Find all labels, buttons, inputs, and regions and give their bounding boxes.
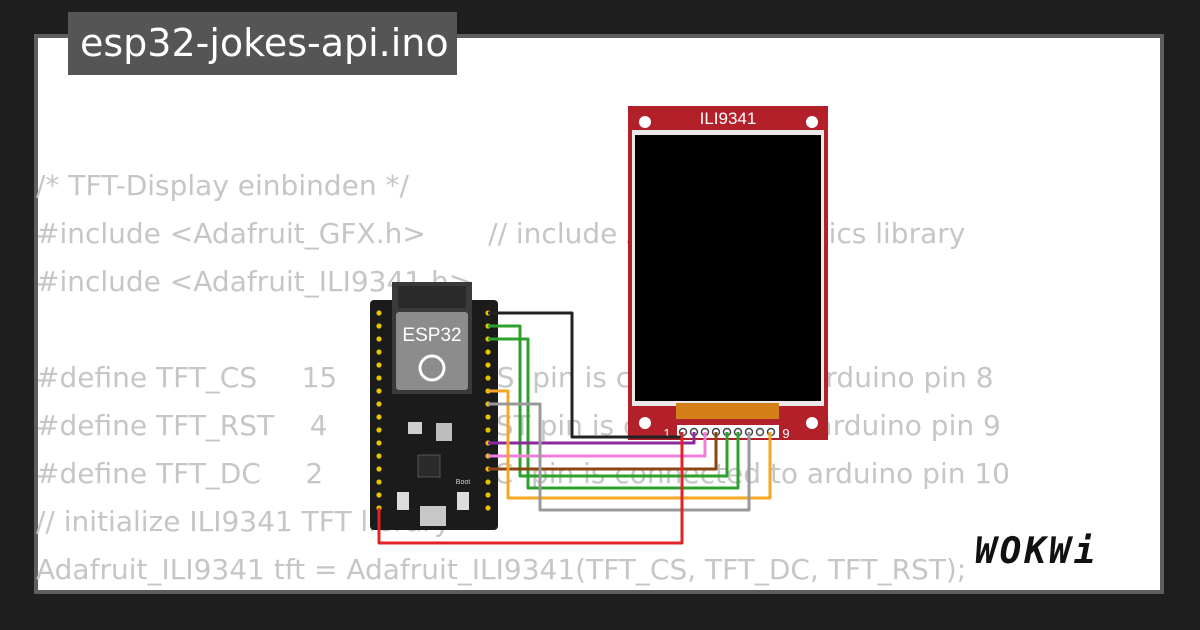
reset-button[interactable] bbox=[397, 492, 409, 510]
wokwi-logo: WOKWi bbox=[975, 531, 1099, 572]
usb-chip bbox=[417, 454, 441, 478]
code-line: /* TFT-Display einbinden */ bbox=[36, 169, 409, 202]
wire-gray[interactable] bbox=[488, 402, 751, 512]
mount-hole-bottom-right bbox=[806, 417, 818, 429]
display-screen bbox=[635, 135, 821, 401]
wire-green-2[interactable] bbox=[488, 337, 740, 490]
wire-orange[interactable] bbox=[488, 389, 772, 500]
display-label: ILI9341 bbox=[700, 109, 757, 128]
wire-pink[interactable] bbox=[488, 432, 707, 458]
wire-red[interactable] bbox=[377, 432, 684, 545]
wire-black[interactable] bbox=[488, 311, 683, 439]
simulation-canvas[interactable] bbox=[34, 34, 1164, 594]
esp32-antenna bbox=[398, 286, 466, 308]
esp32-label: ESP32 bbox=[402, 325, 461, 346]
code-line: // initialize ILI9341 TFT library bbox=[36, 505, 451, 538]
display-flex-cable bbox=[676, 403, 779, 419]
mount-hole-top-left bbox=[639, 116, 651, 128]
esp32-board[interactable]: ESP32 Boot bbox=[370, 282, 498, 530]
espressif-logo-icon bbox=[418, 354, 446, 382]
code-line: Adafruit_ILI9341 tft = Adafruit_ILI9341(… bbox=[36, 553, 967, 586]
pin-label-first: 1 bbox=[663, 426, 670, 441]
wire-green-1[interactable] bbox=[488, 324, 729, 478]
ili9341-display[interactable]: ILI9341 1 9 bbox=[628, 106, 828, 441]
esp32-pins-left bbox=[376, 310, 382, 511]
project-title: esp32-jokes-api.ino bbox=[80, 21, 449, 65]
mount-hole-top-right bbox=[806, 116, 818, 128]
project-title-tab: esp32-jokes-api.ino bbox=[68, 12, 457, 75]
wire-brown[interactable] bbox=[488, 432, 718, 471]
boot-label: Boot bbox=[456, 479, 470, 486]
esp32-shield bbox=[396, 312, 468, 390]
boot-button[interactable] bbox=[457, 492, 469, 510]
component-2 bbox=[436, 423, 452, 441]
wire-purple[interactable] bbox=[488, 432, 696, 445]
micro-usb-port[interactable] bbox=[420, 506, 446, 526]
component-1 bbox=[408, 422, 422, 434]
pin-label-last: 9 bbox=[782, 426, 789, 441]
mount-hole-bottom-left bbox=[639, 417, 651, 429]
